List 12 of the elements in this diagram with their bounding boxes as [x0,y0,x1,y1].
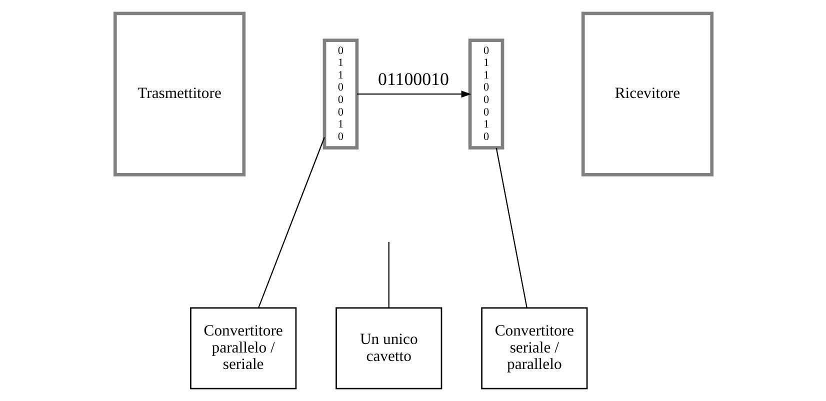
connector [388,241,389,308]
node-box: 0 1 1 0 0 0 1 0 [322,38,358,149]
edge-label: 01100010 [378,68,448,88]
connector [258,136,324,308]
node-box: Convertitore parallelo / seriale [190,306,296,389]
node-box: Un unico cavetto [335,306,442,389]
node-box: Trasmettitore [112,11,246,176]
arrow [356,90,471,98]
node-box: 0 1 1 0 0 0 1 0 [468,38,504,149]
node-box: Ricevitore [580,11,714,176]
connector [495,147,527,308]
node-box: Convertitore seriale / parallelo [480,306,588,389]
